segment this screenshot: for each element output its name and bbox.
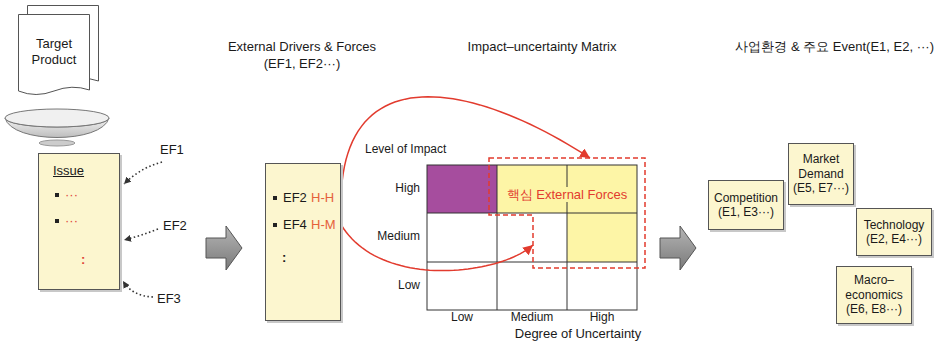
force-arrow	[124, 229, 158, 240]
section-title: 사업환경 & 주요 Event(E1, E2, ···)	[735, 40, 934, 55]
event-box: Technology(E2, E4···)	[856, 208, 932, 256]
matrix-line	[497, 165, 498, 310]
axis-label: Low	[451, 311, 473, 325]
node-text: (E2, E4···)	[861, 232, 927, 246]
force-label: EF1	[160, 143, 184, 158]
matrix-cell	[427, 165, 497, 213]
bowl-rim	[5, 109, 109, 127]
node-text: ···	[65, 187, 78, 202]
section-title: (EF1, EF2···)	[264, 57, 341, 72]
node-text: EF2	[283, 190, 307, 205]
force-label: EF2	[163, 219, 187, 234]
bowl-base	[39, 140, 75, 146]
node-text: (E5, E7···)	[793, 181, 849, 195]
axis-title: Level of Impact	[365, 143, 446, 157]
node-text: (E1, E3···)	[713, 205, 779, 219]
force-arrow	[123, 281, 153, 297]
event-box: Macro– economics(E6, E8···)	[836, 266, 912, 324]
driver-box: EF2 H-H EF4 H-M:	[265, 163, 341, 321]
bullet-mark	[273, 223, 277, 227]
matrix-cell	[567, 213, 637, 262]
axis-label: Low	[398, 279, 420, 293]
bullet-mark	[55, 193, 59, 197]
dashed-outline	[489, 158, 645, 268]
node-text: Market Demand	[793, 152, 849, 181]
bullet-mark	[55, 219, 59, 223]
node-text: Competition	[713, 191, 779, 205]
matrix-line	[427, 262, 637, 263]
node-text: ···	[65, 213, 78, 228]
event-box: Market Demand(E5, E7···)	[788, 143, 854, 205]
node-text: Technology	[861, 218, 927, 232]
force-arrow	[124, 162, 162, 184]
axis-label: High	[395, 182, 420, 196]
axis-label: Medium	[511, 311, 554, 325]
section-title: External Drivers & Forces	[228, 40, 376, 55]
core-forces-region: 핵심 External Forces	[489, 158, 645, 268]
issue-box: Issue ··· ···:	[38, 153, 120, 290]
node-text: :	[81, 252, 85, 267]
section-title: Impact–uncertainty Matrix	[468, 40, 617, 55]
region-outline	[489, 158, 645, 268]
node-text: :	[282, 250, 286, 265]
region-title: 핵심 External Forces	[505, 187, 630, 202]
node-text: H-H	[311, 190, 334, 205]
node-text: Macro– economics	[841, 273, 907, 302]
force-connector	[341, 97, 590, 198]
axis-label: High	[590, 311, 615, 325]
force-label: EF3	[157, 292, 181, 307]
force-connector	[341, 225, 533, 271]
axis-label: Medium	[377, 230, 420, 244]
bullet-mark	[273, 196, 277, 200]
event-box: Competition(E1, E3···)	[708, 180, 784, 230]
node-text: H-M	[311, 217, 336, 232]
document-icon: Target Product	[18, 14, 90, 98]
node-text: Target Product	[24, 36, 84, 67]
node-text: (E6, E8···)	[841, 302, 907, 316]
node-text: EF4	[283, 217, 307, 232]
matrix-line	[427, 213, 637, 214]
step-arrow	[660, 226, 696, 270]
node-text: Issue	[53, 163, 84, 178]
document-outline	[19, 15, 90, 95]
axis-title: Degree of Uncertainty	[515, 327, 641, 342]
matrix-frame	[427, 165, 637, 310]
step-arrow	[206, 226, 242, 270]
